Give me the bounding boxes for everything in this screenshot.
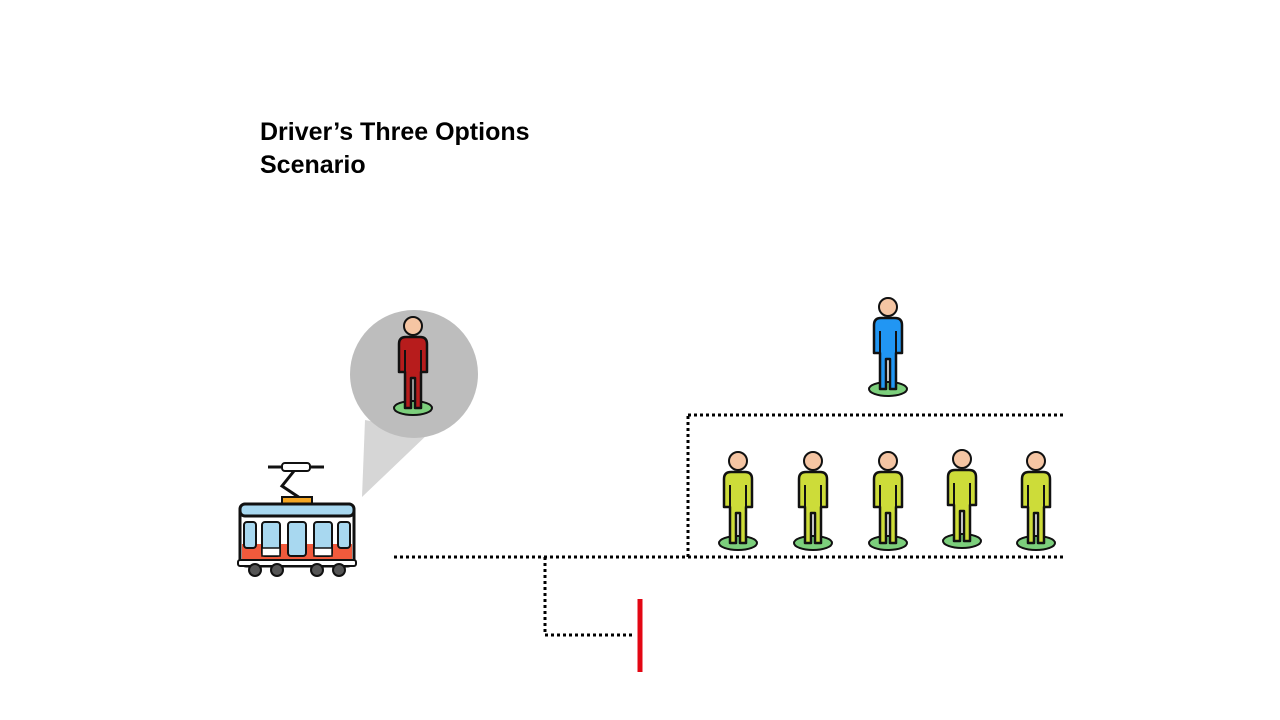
thought-bubble-tail xyxy=(362,420,430,497)
group-person-icon xyxy=(792,450,834,552)
group-of-people xyxy=(717,448,1057,552)
group-person-icon xyxy=(1015,450,1057,552)
lone-person-icon xyxy=(867,296,909,398)
tram-icon xyxy=(237,462,357,577)
group-person-icon xyxy=(717,450,759,552)
title-line-1: Driver’s Three Options xyxy=(260,118,530,146)
track-network xyxy=(394,413,1066,637)
group-person-icon xyxy=(941,448,983,550)
diagram-title: Driver’s Three Options Scenario xyxy=(260,116,530,182)
group-person-icon xyxy=(867,450,909,552)
title-line-2: Scenario xyxy=(260,151,366,179)
